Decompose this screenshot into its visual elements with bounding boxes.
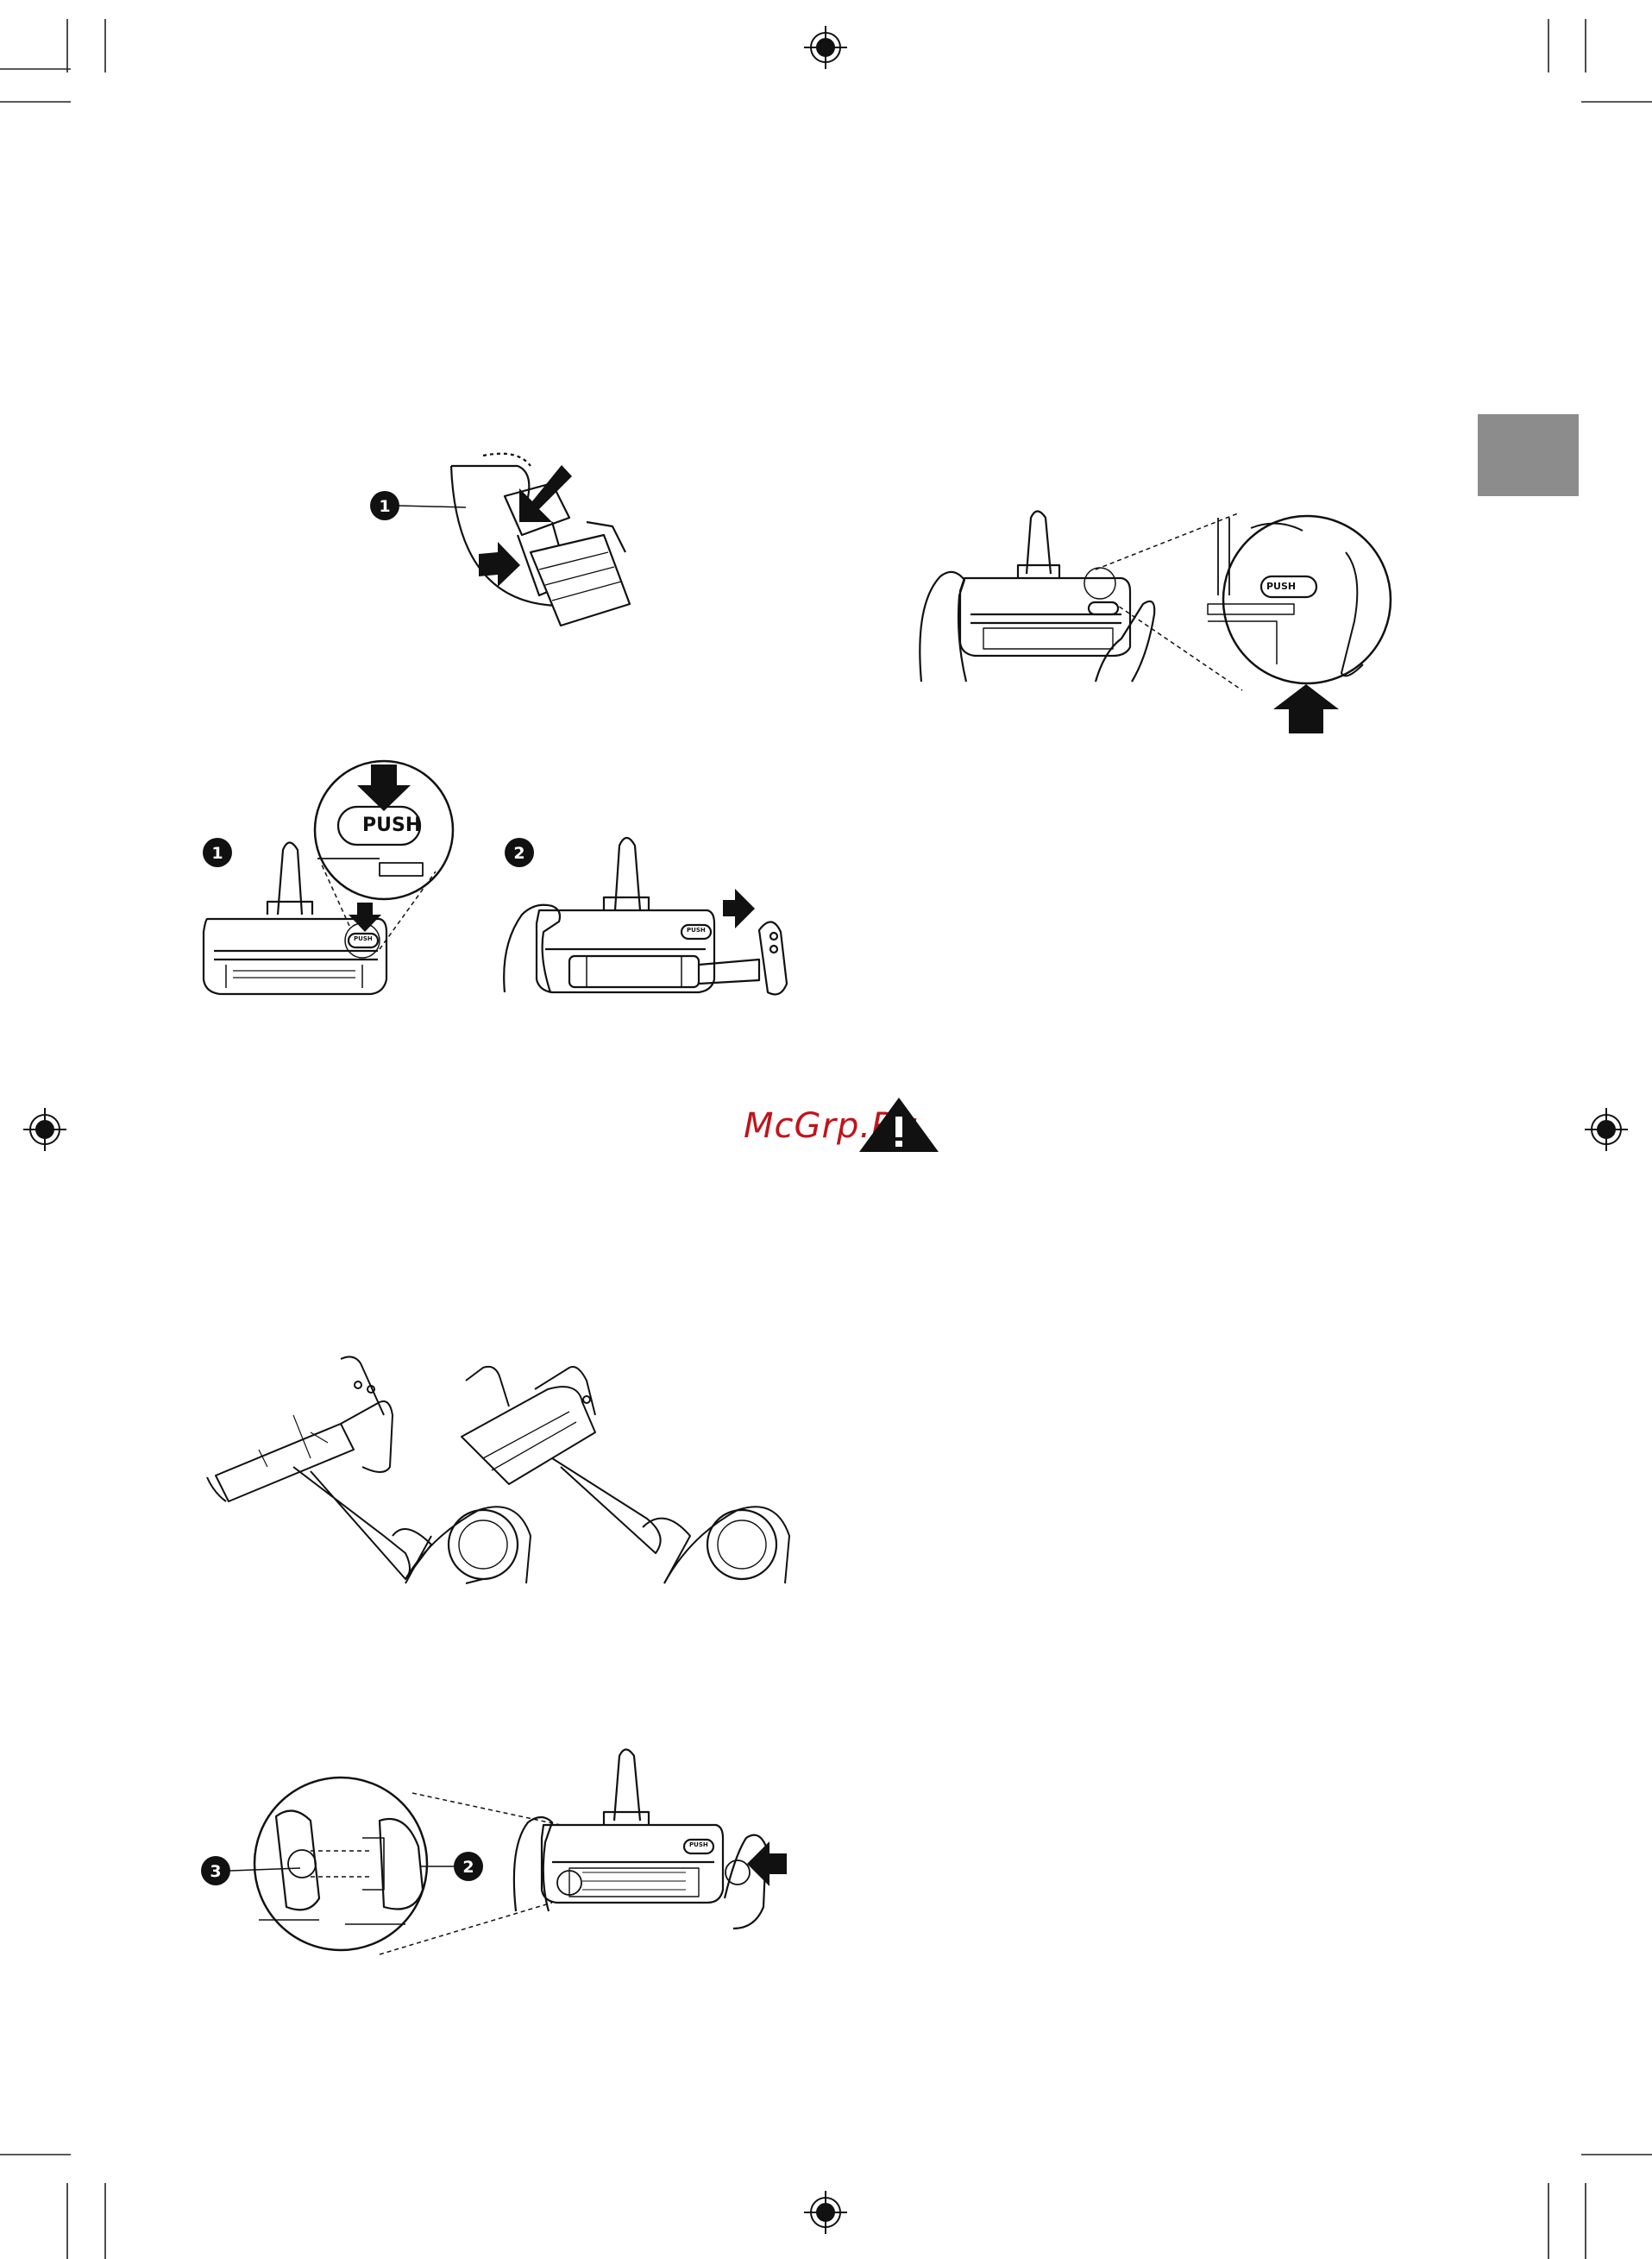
arrow-left-icon [747,1841,787,1886]
callout-number: 3 [210,1862,221,1881]
push-button-label: PUSH [689,1841,708,1848]
callout-number: 2 [462,1858,474,1877]
